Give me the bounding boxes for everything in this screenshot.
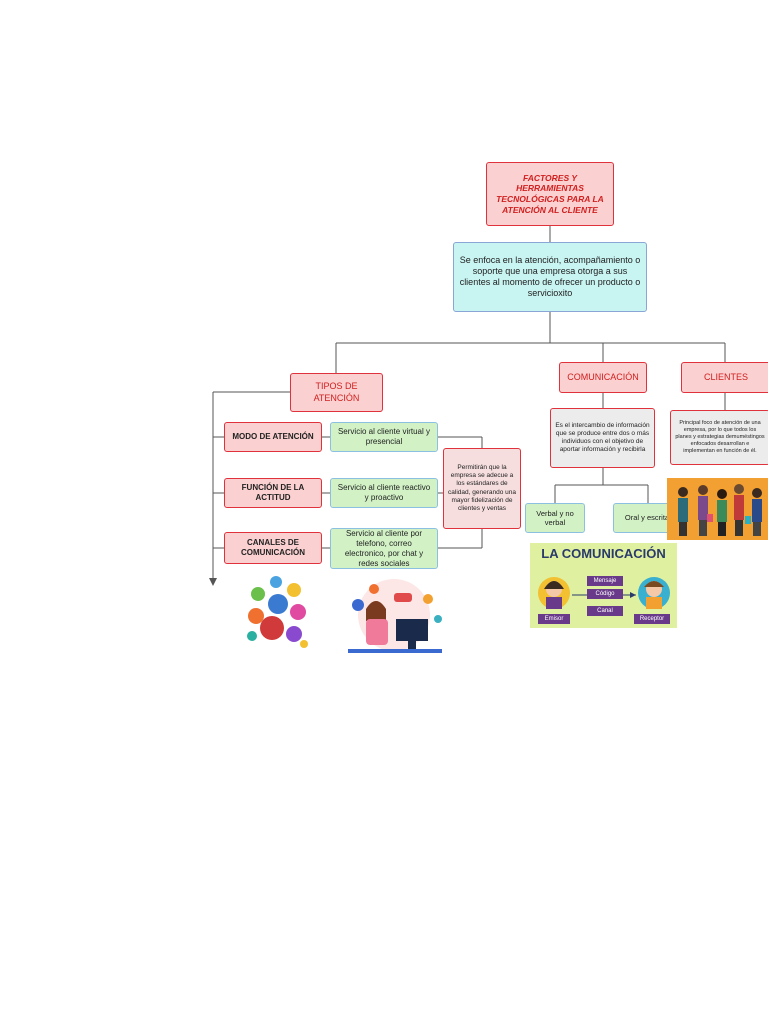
clientes-definition-node: Principal foco de atención de una empres… <box>670 410 768 465</box>
clientes-node: CLIENTES <box>681 362 768 393</box>
permitiran-node: Permitirán que la empresa se adecue a lo… <box>443 448 521 529</box>
root-node: FACTORES Y HERRAMIENTAS TECNOLÓGICAS PAR… <box>486 162 614 226</box>
social-media-icons-illustration <box>247 576 308 648</box>
customers-illustration <box>667 478 768 540</box>
customer-service-agent-illustration <box>348 579 442 653</box>
servicio-reactivo-node: Servicio al cliente reactivo y proactivo <box>330 478 438 508</box>
comunicacion-definition-node: Es el intercambio de información que se … <box>550 408 655 468</box>
servicio-virtual-node: Servicio al cliente virtual y presencial <box>330 422 438 452</box>
canales-de-comunicacion-node: CANALES DE COMUNICACIÓN <box>224 532 322 564</box>
canal-label: Canal <box>587 606 623 616</box>
mensaje-label: Mensaje <box>587 576 623 586</box>
verbal-node: Verbal y no verbal <box>525 503 585 533</box>
la-comunicacion-illustration: LA COMUNICACIÓN Mensaje Código Canal Emi… <box>530 543 677 628</box>
codigo-label: Código <box>587 589 623 599</box>
modo-de-atencion-node: MODO DE ATENCIÓN <box>224 422 322 452</box>
emisor-label: Emisor <box>538 614 570 624</box>
funcion-de-la-actitud-node: FUNCIÓN DE LA ACTITUD <box>224 478 322 508</box>
definition-node: Se enfoca en la atención, acompañamiento… <box>453 242 647 312</box>
receptor-label: Receptor <box>634 614 670 624</box>
emisor-receptor-figures <box>538 577 670 609</box>
servicio-telefono-node: Servicio al cliente por telefono, correo… <box>330 528 438 569</box>
comunicacion-node: COMUNICACIÓN <box>559 362 647 393</box>
la-comunicacion-title: LA COMUNICACIÓN <box>541 546 666 561</box>
tipos-de-atencion-node: TIPOS DE ATENCIÓN <box>290 373 383 412</box>
